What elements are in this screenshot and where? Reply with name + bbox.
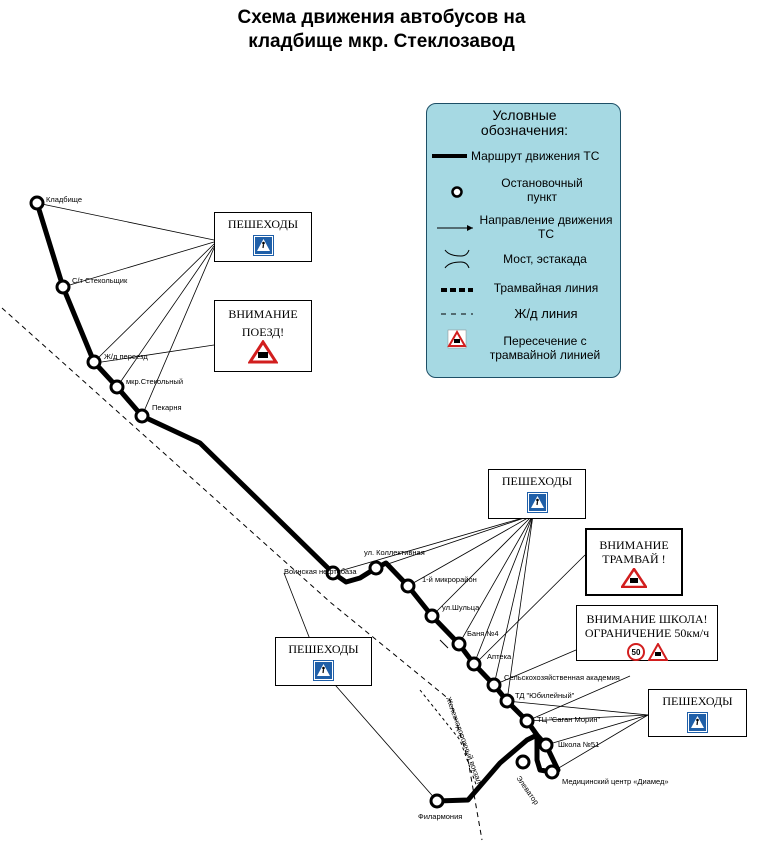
stop-label-mkr: мкр.Стекольный [126,377,183,386]
stop-selhoz[interactable] [486,677,502,693]
sign-pedestrians-4-text: ПЕШЕХОДЫ [288,642,359,656]
sign-attention-tram: ВНИМАНИЕ ТРАМВАЙ ! [585,528,683,596]
warning-tram-icon [646,641,669,661]
stop-label-shulca: ул.Шульца [442,603,480,612]
legend-direction-line2: ТС [538,227,554,241]
stops [29,195,560,809]
legend-crossing-line2: трамвайной линией [489,348,601,362]
map-title-line1: Схема движения автобусов на [237,7,526,28]
stop-kollektivnaya[interactable] [368,560,384,576]
sign-pedestrians-2: ПЕШЕХОДЫ [488,469,586,519]
stop-steklo[interactable] [55,279,71,295]
sign-train-line1: ВНИМАНИЕ [228,307,298,321]
sign-pedestrians-3: ПЕШЕХОДЫ [648,689,747,737]
stop-diamed[interactable] [544,764,560,780]
sign-pedestrians-1-text: ПЕШЕХОДЫ [227,217,299,231]
legend-direction-line1: Направление движения [479,213,613,227]
sign-tram-line1: ВНИМАНИЕ [599,538,669,552]
stop-shulca[interactable] [424,608,440,624]
legend-bridge-symbol [444,249,470,257]
rail-station-label: Железнодорожный вокзал [444,696,484,785]
stop-filarmoniya[interactable] [429,793,445,809]
stop-sagan[interactable] [519,713,535,729]
stop-label-steklo: С/т Стекольщик [72,276,128,285]
sign-school-line1: ВНИМАНИЕ ШКОЛА! [586,612,708,626]
pedestrian-crossing-icon [687,712,708,733]
legend-rail-label: Ж/д линия [514,306,578,321]
legend: Условные обозначения: Маршрут движения Т… [426,103,621,378]
legend-direction-label: Направление движения ТС [471,213,621,241]
stop-label-voinskaya: Воинская нефтебаза [284,567,357,576]
stop-mikro1[interactable] [400,578,416,594]
sign-tram-line2: ТРАМВАЙ ! [602,552,666,566]
speed-limit-value: 50 [631,648,640,657]
stop-label-sagan: ТЦ "Саган Морин" [537,715,601,724]
sign-pedestrians-3-text: ПЕШЕХОДЫ [662,694,733,708]
stop-label-apteka: Аптека [487,652,512,661]
stop-pekarnya[interactable] [134,408,150,424]
stop-label-zhd: Ж/д переезд [104,352,148,361]
legend-symbols [432,154,473,349]
sign-train-line2: ПОЕЗД! [241,325,285,339]
stop-label-kladbische: Кладбище [46,195,82,204]
stop-apteka[interactable] [466,656,482,672]
stop-yubileyny[interactable] [499,693,515,709]
warning-tram-icon [619,566,649,589]
sign-school-line2: ОГРАНИЧЕНИЕ 50км/ч [584,626,710,640]
stop-elevator[interactable] [515,754,531,770]
sign-connectors [36,202,649,802]
legend-bridge-label: Мост, эстакада [503,252,587,266]
stop-shkola[interactable] [538,737,554,753]
sign-pedestrians-2-text: ПЕШЕХОДЫ [501,474,573,488]
railway-line [1,307,483,841]
legend-tram-label: Трамвайная линия [493,281,599,295]
warning-train-icon [247,339,279,364]
legend-stop-symbol [451,186,463,198]
map-title-line2: кладбище мкр. Стеклозавод [248,31,515,52]
stop-mkr[interactable] [109,379,125,395]
legend-stop-line1: Остановочный [501,176,583,190]
stop-label-diamed: Медицинский центр «Диамед» [562,777,669,786]
legend-title-line1: Условные [492,107,557,123]
legend-crossing-line1: Пересечение с [503,334,587,348]
stop-label-mikro1: 1-й микрорайон [422,575,477,584]
sign-attention-train: ВНИМАНИЕ ПОЕЗД! [214,300,312,372]
stop-label-yubileyny: ТД "Юбилейный" [515,691,575,700]
stop-kladbische[interactable] [29,195,45,211]
stop-label-filarmoniya: Филармония [418,812,462,821]
stop-label-kollektivnaya: ул. Коллективная [364,548,425,557]
stop-voinskaya[interactable] [325,565,341,581]
stop-label-banya: Баня №4 [467,629,499,638]
legend-route-label: Маршрут движения ТС [471,149,600,163]
sign-school: ВНИМАНИЕ ШКОЛА! ОГРАНИЧЕНИЕ 50км/ч 50 [576,605,718,661]
map-title: Схема движения автобусов на кладбище мкр… [0,6,763,54]
pedestrian-crossing-icon [313,660,334,681]
legend-title-line2: обозначения: [480,122,569,138]
pedestrian-crossing-icon [252,235,274,256]
sign-pedestrians-4: ПЕШЕХОДЫ [275,637,372,686]
rail-crossing-marks [439,639,449,649]
stop-label-shkola: Школа №51 [558,740,599,749]
legend-stop-label: Остановочный пункт [477,176,607,204]
legend-title: Условные обозначения: [427,108,622,138]
stop-label-pekarnya: Пекарня [152,403,182,412]
pedestrian-crossing-icon [526,492,548,513]
sign-pedestrians-1: ПЕШЕХОДЫ [214,212,312,262]
stop-zhd[interactable] [86,354,102,370]
stop-label-selhoz: Сельскохозяйственная академия [504,673,620,682]
legend-crossing-label: Пересечение с трамвайной линией [475,334,615,362]
stop-banya[interactable] [451,636,467,652]
speed-limit-icon: 50 [626,643,645,661]
stop-label-elevator: Элеватор [514,774,540,806]
legend-stop-line2: пункт [526,190,557,204]
